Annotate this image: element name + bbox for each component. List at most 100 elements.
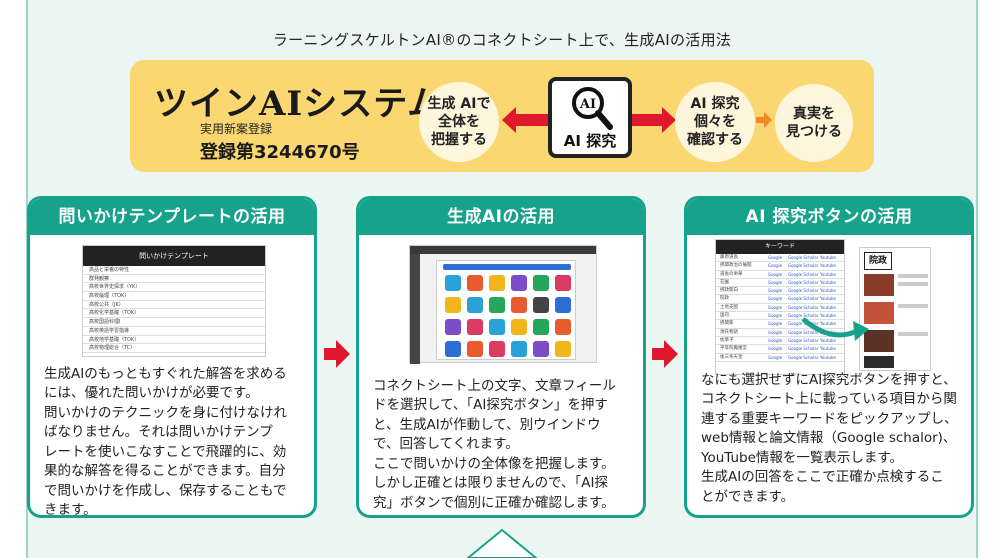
double-arrow-left-icon — [502, 107, 548, 133]
youtube-link[interactable]: Youtube — [820, 288, 836, 294]
template-row: 高校化学基礎（TOK） — [83, 309, 265, 319]
scholar-link[interactable]: Google Scholar — [788, 321, 819, 327]
step-verify-each: AI 探究 個々を 確認する — [675, 82, 755, 162]
scholar-link[interactable]: Google Scholar — [788, 329, 819, 335]
keyword-row-label: 摂関家 — [720, 321, 734, 327]
step-grasp-whole-label: 生成 AIで 全体を 把握する — [427, 95, 491, 149]
scholar-link[interactable]: Google Scholar — [788, 263, 819, 269]
google-link[interactable]: Google — [768, 279, 783, 285]
youtube-link[interactable]: Youtube — [820, 271, 836, 277]
template-row: 高校国語科理Ⅰ — [83, 318, 265, 327]
youtube-link[interactable]: Youtube — [820, 263, 836, 269]
google-link[interactable]: Google — [768, 263, 783, 269]
google-link[interactable]: Google — [768, 255, 783, 260]
panel-title: AI 探究ボタンの活用 — [687, 199, 971, 235]
google-link[interactable]: Google — [768, 271, 783, 277]
scholar-link[interactable]: Google Scholar — [788, 313, 819, 319]
registration-number: 登録第3244670号 — [200, 142, 360, 163]
youtube-link[interactable]: Youtube — [820, 304, 836, 310]
panel-title: 問いかけテンプレートの活用 — [30, 199, 314, 235]
page-subtitle: ラーニングスケルトンAI®のコネクトシート上で、生成AIの活用法 — [272, 31, 732, 49]
scholar-link[interactable]: Google Scholar — [788, 346, 819, 352]
google-link[interactable]: Google — [768, 288, 783, 294]
google-link[interactable]: Google — [768, 296, 783, 302]
google-link[interactable]: Google — [768, 321, 783, 327]
scholar-link[interactable]: Google Scholar — [788, 288, 819, 294]
template-row: 高校英語学習指導 — [83, 327, 265, 336]
scholar-link[interactable]: Google Scholar — [788, 296, 819, 302]
step-verify-each-label: AI 探究 個々を 確認する — [687, 95, 743, 149]
search-results-thumbnail: 院政 — [859, 247, 931, 371]
magnifier-icon: AI — [572, 87, 613, 130]
twin-ai-banner: ツインAIシステム 実用新案登録 登録第3244670号 生成 AIで 全体を … — [130, 60, 874, 172]
scholar-link[interactable]: Google Scholar — [788, 304, 819, 310]
youtube-link[interactable]: Youtube — [820, 296, 836, 302]
panel-body: なにも選択せずにAI探究ボタンを押すと、 コネクトシート上に載っている項目から関… — [701, 372, 958, 505]
scholar-link[interactable]: Google Scholar — [788, 354, 819, 360]
keyword-row-label: 荘園 — [720, 279, 729, 285]
keyword-row-label: 土地支配 — [720, 304, 738, 310]
scholar-link[interactable]: Google Scholar — [788, 255, 819, 260]
logo-title: ツインAIシステム — [154, 84, 443, 124]
double-arrow-right-icon — [632, 107, 676, 133]
template-header: 問いかけテンプレート — [83, 246, 265, 266]
ai-explore-button[interactable]: AI AI 探究 — [548, 77, 632, 158]
google-link[interactable]: Google — [768, 354, 783, 360]
arrow-right-icon — [652, 340, 678, 368]
arrow-right-icon — [324, 340, 350, 368]
keyword-row-label: 道長の栄華 — [720, 271, 743, 277]
google-link[interactable]: Google — [768, 329, 783, 335]
google-link[interactable]: Google — [768, 337, 783, 343]
youtube-link[interactable]: Youtube — [820, 346, 836, 352]
youtube-link[interactable]: Youtube — [820, 313, 836, 319]
ai-explore-label: AI 探究 — [563, 132, 617, 150]
youtube-link[interactable]: Youtube — [820, 279, 836, 285]
youtube-link[interactable]: Youtube — [820, 354, 836, 360]
template-row: 高校物理総合（TC） — [83, 344, 265, 353]
google-link[interactable]: Google — [768, 304, 783, 310]
step-find-truth: 真実を 見つける — [775, 84, 853, 162]
keyword-header: キーワード — [716, 240, 844, 254]
magnifier-icon-text: AI — [579, 97, 596, 112]
scholar-link[interactable]: Google Scholar — [788, 337, 819, 343]
template-row: 高品と栄養の特性 — [83, 266, 265, 275]
youtube-link[interactable]: Youtube — [820, 337, 836, 343]
step-find-truth-label: 真実を 見つける — [786, 105, 842, 140]
template-screenshot: 問いかけテンプレート 高品と栄養の特性 群発観察 高校世界史探求（YK） 高校倫… — [82, 245, 266, 357]
panel-generative-ai: 生成AIの活用 — [356, 196, 646, 518]
scholar-link[interactable]: Google Scholar — [788, 271, 819, 277]
template-row: 高校公共（JK） — [83, 301, 265, 310]
arrow-right-small-icon — [756, 112, 772, 128]
template-row: 群発観察 — [83, 275, 265, 284]
keyword-row-label: 摂政関白 — [720, 288, 738, 294]
keyword-row-label: 源氏物語 — [720, 329, 738, 335]
template-row: 高校地学基礎（TOK） — [83, 336, 265, 345]
panel-body: コネクトシート上の文字、文章フィール ドを選択して、「AI探究ボタン」を押す と… — [373, 378, 616, 511]
keyword-row-label: 院政 — [720, 296, 729, 302]
google-link[interactable]: Google — [768, 346, 783, 352]
template-row: 高校倫理（TOK） — [83, 292, 265, 301]
google-link[interactable]: Google — [768, 313, 783, 319]
keyword-row-label: 枕草子 — [720, 337, 734, 343]
ai-app-screenshot — [409, 245, 597, 364]
youtube-link[interactable]: Youtube — [820, 321, 836, 327]
youtube-link[interactable]: Youtube — [820, 255, 836, 260]
registration-label: 実用新案登録 — [200, 122, 273, 136]
panel-question-template: 問いかけテンプレートの活用 問いかけテンプレート 高品と栄養の特性 群発観察 高… — [27, 196, 317, 518]
curved-arrow-icon — [801, 317, 869, 341]
scholar-link[interactable]: Google Scholar — [788, 279, 819, 285]
up-triangle-icon — [466, 528, 538, 558]
